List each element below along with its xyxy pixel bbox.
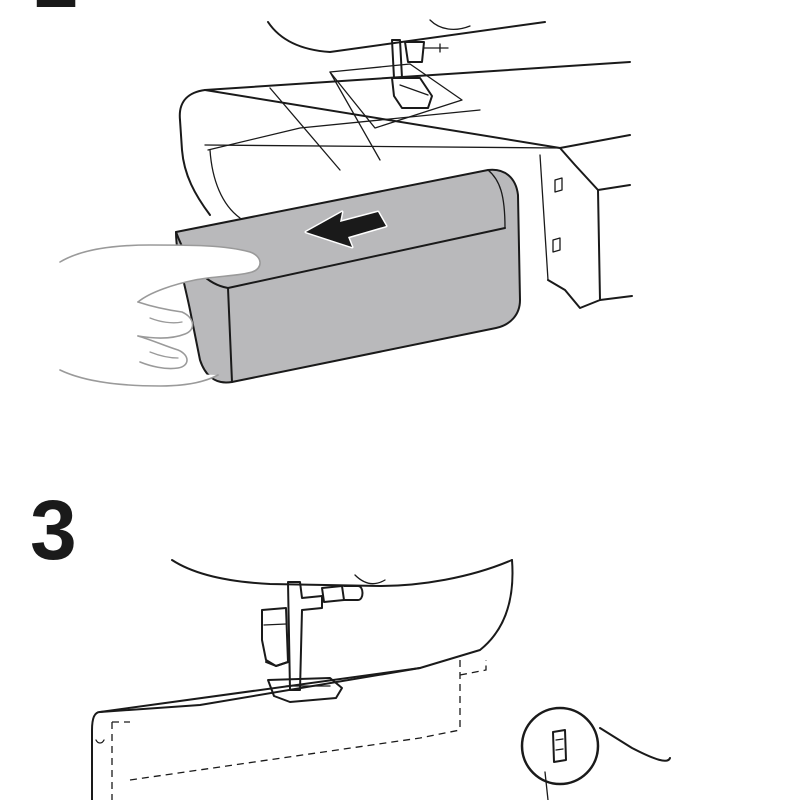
step-3-number: 3 <box>30 483 77 577</box>
step-2-number: 2 <box>34 0 79 20</box>
flat-bed-attachment <box>91 711 101 800</box>
arrow-left-icon <box>304 210 388 249</box>
sewing-machine-step-3 <box>91 559 671 800</box>
presser-foot-icon <box>261 581 364 703</box>
sewing-machine-step-2 <box>59 19 633 387</box>
machine-head-3 <box>171 559 513 587</box>
presser-foot-icon <box>391 39 449 109</box>
accessory-box[interactable] <box>175 168 521 384</box>
machine-head <box>267 21 546 53</box>
machine-side <box>547 147 601 309</box>
machine-bed <box>178 61 631 121</box>
magnifier-callout-icon <box>520 706 600 800</box>
needle-plate <box>329 63 463 129</box>
hand-illustration <box>59 244 261 387</box>
